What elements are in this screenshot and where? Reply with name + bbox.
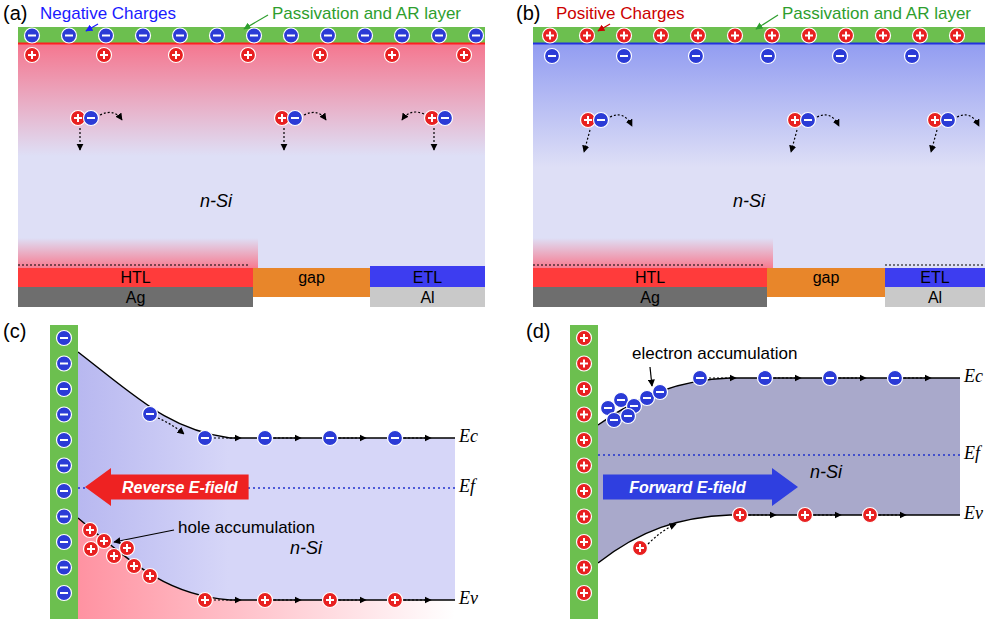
ag-electrode: Ag	[533, 287, 767, 307]
panel-letter: (d)	[526, 320, 550, 343]
silicon-region: n-Si	[533, 44, 985, 268]
field-arrow: Reverse E-field	[85, 468, 249, 506]
annotation: hole accumulation	[178, 518, 315, 538]
ag-electrode: Ag	[18, 287, 253, 307]
band-label: Ec	[964, 366, 983, 387]
band-label: Ef	[964, 443, 980, 464]
charge-label: Positive Charges	[556, 4, 685, 24]
panel-letter: (a)	[3, 2, 27, 25]
node-text: ETL	[920, 268, 949, 287]
node-text: HTL	[635, 268, 665, 287]
panel-letter: (b)	[516, 2, 540, 25]
layer-label: Passivation and AR layer	[782, 4, 971, 24]
layer-label: Passivation and AR layer	[272, 4, 461, 24]
node-text: Al	[928, 288, 942, 307]
htl-layer: HTL	[533, 268, 767, 287]
material-label: n-Si	[810, 462, 842, 483]
band-label: Ef	[459, 476, 475, 497]
etl-layer: ETL	[885, 268, 985, 287]
al-electrode: Al	[885, 287, 985, 307]
node-text: Ag	[126, 288, 146, 307]
arrow-shape	[603, 468, 798, 506]
gap-region: gap	[767, 268, 885, 297]
node-text: Forward E-field	[629, 478, 745, 497]
panel-letter: (c)	[3, 320, 26, 343]
annotation: electron accumulation	[632, 344, 797, 364]
node-text: gap	[813, 268, 840, 287]
htl-layer: HTL	[18, 268, 253, 287]
al-electrode: Al	[370, 287, 485, 307]
band-label: Ev	[964, 503, 983, 524]
band-label: Ev	[459, 588, 478, 609]
gap-region: gap	[253, 268, 370, 297]
silicon-region: n-Si	[18, 44, 485, 268]
band-label: Ec	[459, 426, 478, 447]
node-text: HTL	[120, 268, 150, 287]
charge-label: Negative Charges	[40, 4, 176, 24]
node-text: Ag	[640, 288, 660, 307]
arrow-shape	[85, 468, 249, 506]
node-text: Reverse E-field	[122, 478, 238, 497]
field-arrow: Forward E-field	[603, 468, 798, 506]
node-text: ETL	[413, 268, 442, 287]
node-text: Al	[420, 288, 434, 307]
etl-layer: ETL	[370, 268, 485, 287]
material-label: n-Si	[290, 538, 322, 559]
node-text: gap	[298, 268, 325, 287]
node-text: n-Si	[200, 192, 232, 211]
node-text: n-Si	[733, 192, 765, 211]
